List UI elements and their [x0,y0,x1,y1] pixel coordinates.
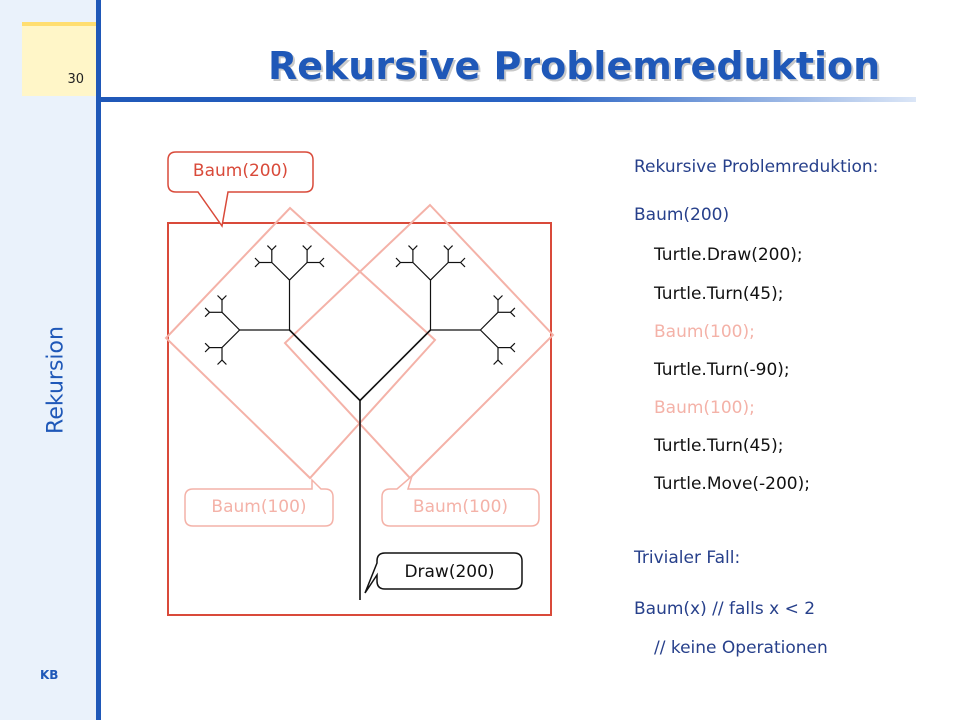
code-line: Turtle.Turn(45); [654,284,784,304]
code-line: Turtle.Turn(-90); [654,360,790,380]
tree-branch [460,262,466,268]
footer-label: KB [40,668,59,682]
tree-branch [288,329,361,402]
code-line-recursive: Baum(100); [654,322,755,342]
tree-branch [266,245,273,251]
callout-right-box [381,473,540,527]
trivial-signature: Baum(x) // falls x < 2 [634,599,816,619]
tree-branch [430,262,449,281]
tree-branch [204,311,210,318]
tree-branch [479,311,499,331]
tree-branch [221,311,241,331]
tree-branch [221,329,241,349]
tree-branch [271,262,290,281]
tree-branch [497,359,503,365]
tree-branch [479,329,499,349]
tree-branch [395,257,401,263]
tree-branch [204,347,210,353]
page-number: 30 [67,72,84,87]
tree-branch [493,359,499,365]
tree-branch [493,295,499,301]
tree-branch [254,257,260,263]
left-sidebar [0,0,96,720]
tree-branch [204,342,210,349]
slide-title: Rekursive Problemreduktion [268,44,881,88]
tree-branch [510,307,516,313]
tree-branch [412,262,431,281]
fractal-tree [204,245,516,600]
code-signature: Baum(200) [634,205,730,225]
callout-draw-box [364,552,523,594]
tree-branch [217,295,223,301]
trivial-heading: Trivialer Fall: [634,548,741,568]
tree-branch [510,342,516,349]
tree-branch [460,257,466,263]
code-line-recursive: Baum(100); [654,398,755,418]
tree-branch [221,295,227,301]
page-number-box [22,22,96,96]
tree-branch [271,245,277,251]
code-heading: Rekursive Problemreduktion: [634,157,879,177]
tree-branch [319,257,325,263]
tree-branch [510,311,516,318]
callout-left-box [184,478,334,527]
tree-branch [447,245,454,251]
callout-top-box [167,151,314,228]
code-line: Turtle.Turn(45); [654,436,784,456]
code-line: Turtle.Move(-200); [654,474,810,494]
vertical-divider [96,0,101,720]
tree-branch [306,245,312,251]
tree-branch [497,295,503,301]
tree-branch [359,329,432,402]
tree-branch [408,245,414,251]
tree-branch [319,262,325,268]
left-subtree-diamond [164,206,437,480]
code-line: Turtle.Draw(200); [654,245,803,265]
tree-branch [221,359,227,365]
title-underline [96,97,916,102]
tree-branch [217,359,223,365]
tree-branch [302,245,308,251]
trivial-comment: // keine Operationen [654,638,828,658]
callout-left-label: Baum(100) [211,497,307,517]
tree-branch [510,347,516,353]
page-number-box-accent [22,22,96,26]
tree-branch [443,245,449,251]
tree-branch [395,262,401,268]
tree-branch [204,307,210,313]
tree-branch [412,245,418,251]
diagram-frame [167,222,552,616]
callout-top-label: Baum(200) [192,161,289,181]
tree-branch [254,262,260,268]
tree-branch [289,262,308,281]
callout-right-label: Baum(100) [412,497,509,517]
callout-draw-label: Draw(200) [404,562,495,582]
